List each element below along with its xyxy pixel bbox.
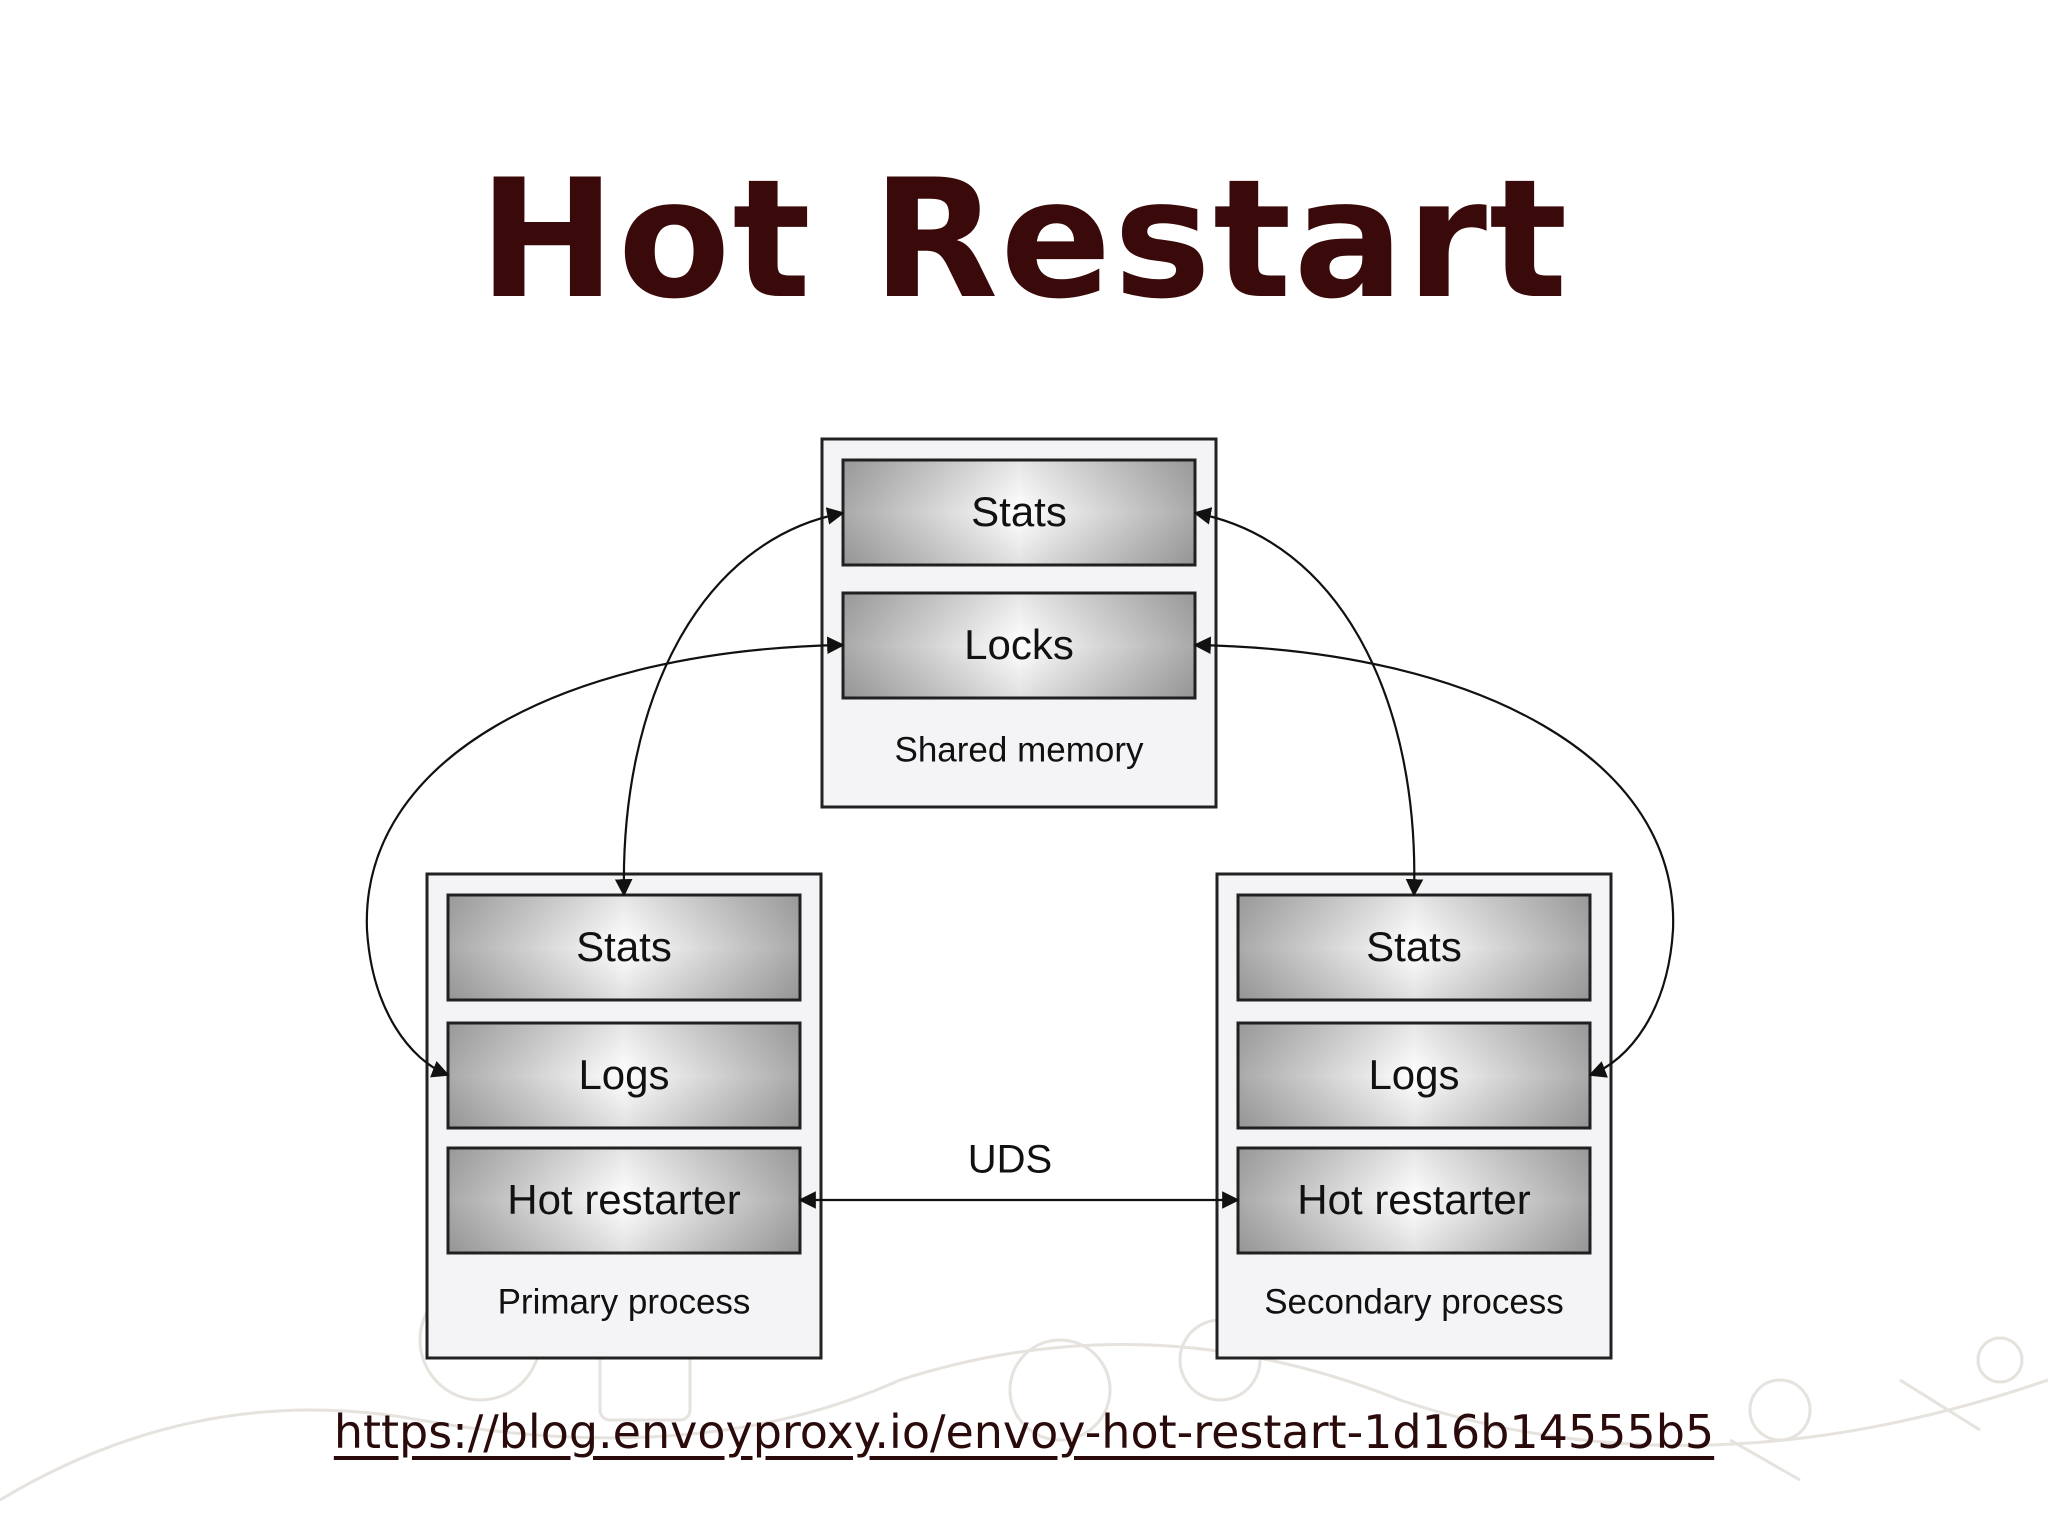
secondary-process-container: Stats Logs Hot restarter Secondary proce… (1215, 872, 1613, 1360)
shared-locks-label: Locks (964, 621, 1074, 668)
secondary-logs-block: Logs (1236, 1021, 1592, 1130)
secondary-hot-restarter-label: Hot restarter (1297, 1176, 1530, 1223)
secondary-stats-label: Stats (1366, 923, 1462, 970)
secondary-hot-restarter-block: Hot restarter (1236, 1146, 1592, 1255)
arrow-shared-stats-to-primary-stats (614, 507, 845, 897)
uds-label: UDS (968, 1138, 1052, 1182)
primary-stats-label: Stats (576, 923, 672, 970)
arrow-shared-locks-to-primary-logs (365, 636, 845, 1078)
primary-logs-block: Logs (446, 1021, 802, 1130)
arrow-shared-stats-to-secondary-stats (1193, 507, 1424, 897)
blog-link[interactable]: https://blog.envoyproxy.io/envoy-hot-res… (333, 1405, 1715, 1459)
secondary-logs-label: Logs (1368, 1051, 1459, 1098)
primary-stats-block: Stats (446, 893, 802, 1002)
shared-memory-caption: Shared memory (895, 730, 1144, 769)
primary-process-container: Stats Logs Hot restarter Primary process (425, 872, 823, 1360)
arrow-shared-locks-to-secondary-logs (1193, 636, 1675, 1078)
slide-title: Hot Restart (478, 144, 1570, 335)
primary-hot-restarter-block: Hot restarter (446, 1146, 802, 1255)
primary-process-caption: Primary process (498, 1282, 751, 1321)
shared-locks-block: Locks (841, 591, 1197, 700)
secondary-stats-block: Stats (1236, 893, 1592, 1002)
shared-memory-container: Stats Locks Shared memory (820, 437, 1218, 809)
secondary-process-caption: Secondary process (1264, 1282, 1564, 1321)
shared-stats-label: Stats (971, 488, 1067, 535)
primary-hot-restarter-label: Hot restarter (507, 1176, 740, 1223)
primary-logs-label: Logs (578, 1051, 669, 1098)
shared-stats-block: Stats (841, 458, 1197, 567)
